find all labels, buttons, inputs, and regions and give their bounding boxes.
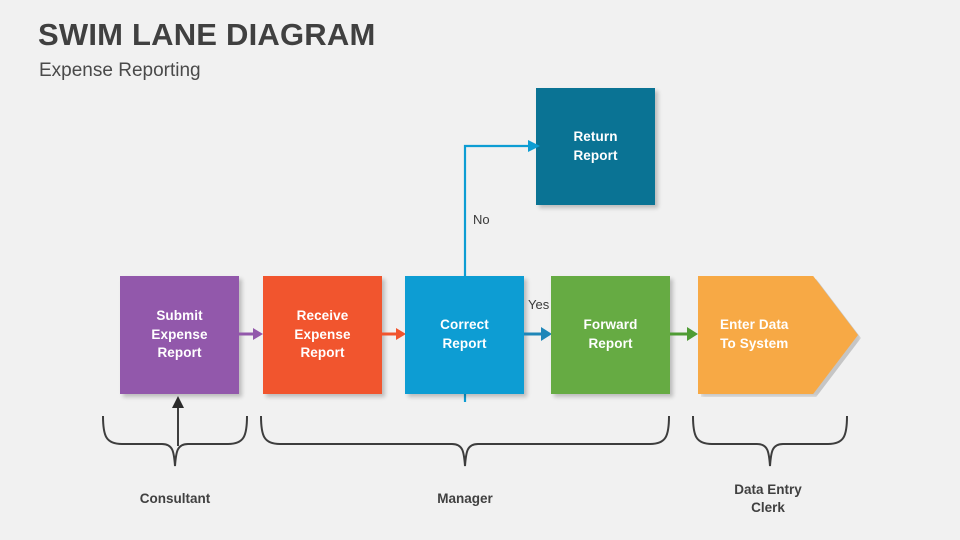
lane-brace-data-entry-clerk: [692, 415, 848, 467]
node-receive-expense-report[interactable]: Receive Expense Report: [263, 276, 382, 394]
connector-receive-to-correct: [382, 328, 406, 340]
connector-forward-to-enter: [670, 327, 698, 341]
node-enter-line2: To System: [720, 336, 789, 351]
lane-brace-consultant: [102, 415, 248, 467]
page-subtitle: Expense Reporting: [39, 60, 201, 81]
lane-label-manager: Manager: [437, 491, 493, 506]
node-correct-line1: Correct: [440, 317, 489, 333]
lane-label-clerk-line2: Clerk: [751, 500, 785, 516]
node-receive-line1: Receive: [296, 308, 349, 324]
node-forward-line1: Forward: [583, 317, 638, 333]
page-title: SWIM LANE DIAGRAM: [38, 17, 376, 52]
edge-label-yes: Yes: [528, 297, 550, 312]
node-forward-report[interactable]: Forward Report: [551, 276, 670, 394]
node-return-report[interactable]: Return Report: [536, 88, 655, 205]
edge-label-no: No: [473, 212, 490, 227]
lane-brace-manager: [260, 415, 670, 467]
node-return-report-line2: Report: [573, 147, 618, 163]
node-submit-line1: Submit: [156, 308, 203, 324]
lane-label-data-entry-clerk: Data Entry Clerk: [698, 481, 838, 517]
connector-submit-to-receive: [239, 328, 263, 340]
node-return-report-line1: Return: [573, 128, 618, 144]
node-submit-expense-report[interactable]: Submit Expense Report: [120, 276, 239, 394]
lane-label-consultant: Consultant: [139, 491, 211, 506]
node-enter-line1: Enter Data: [720, 317, 789, 333]
node-correct-line2: Report: [442, 336, 487, 351]
node-forward-line2: Report: [588, 336, 633, 351]
node-correct-report[interactable]: Correct Report: [405, 276, 524, 394]
connector-consultant-to-submit: [172, 396, 184, 446]
node-submit-line2: Expense: [151, 326, 208, 342]
node-receive-line2: Expense: [294, 326, 351, 342]
lane-label-clerk-line1: Data Entry: [734, 482, 802, 497]
node-submit-line3: Report: [157, 345, 202, 361]
connector-correct-to-forward: [524, 327, 552, 341]
node-receive-line3: Report: [300, 345, 345, 361]
node-enter-data-to-system[interactable]: Enter Data To System: [698, 276, 858, 394]
